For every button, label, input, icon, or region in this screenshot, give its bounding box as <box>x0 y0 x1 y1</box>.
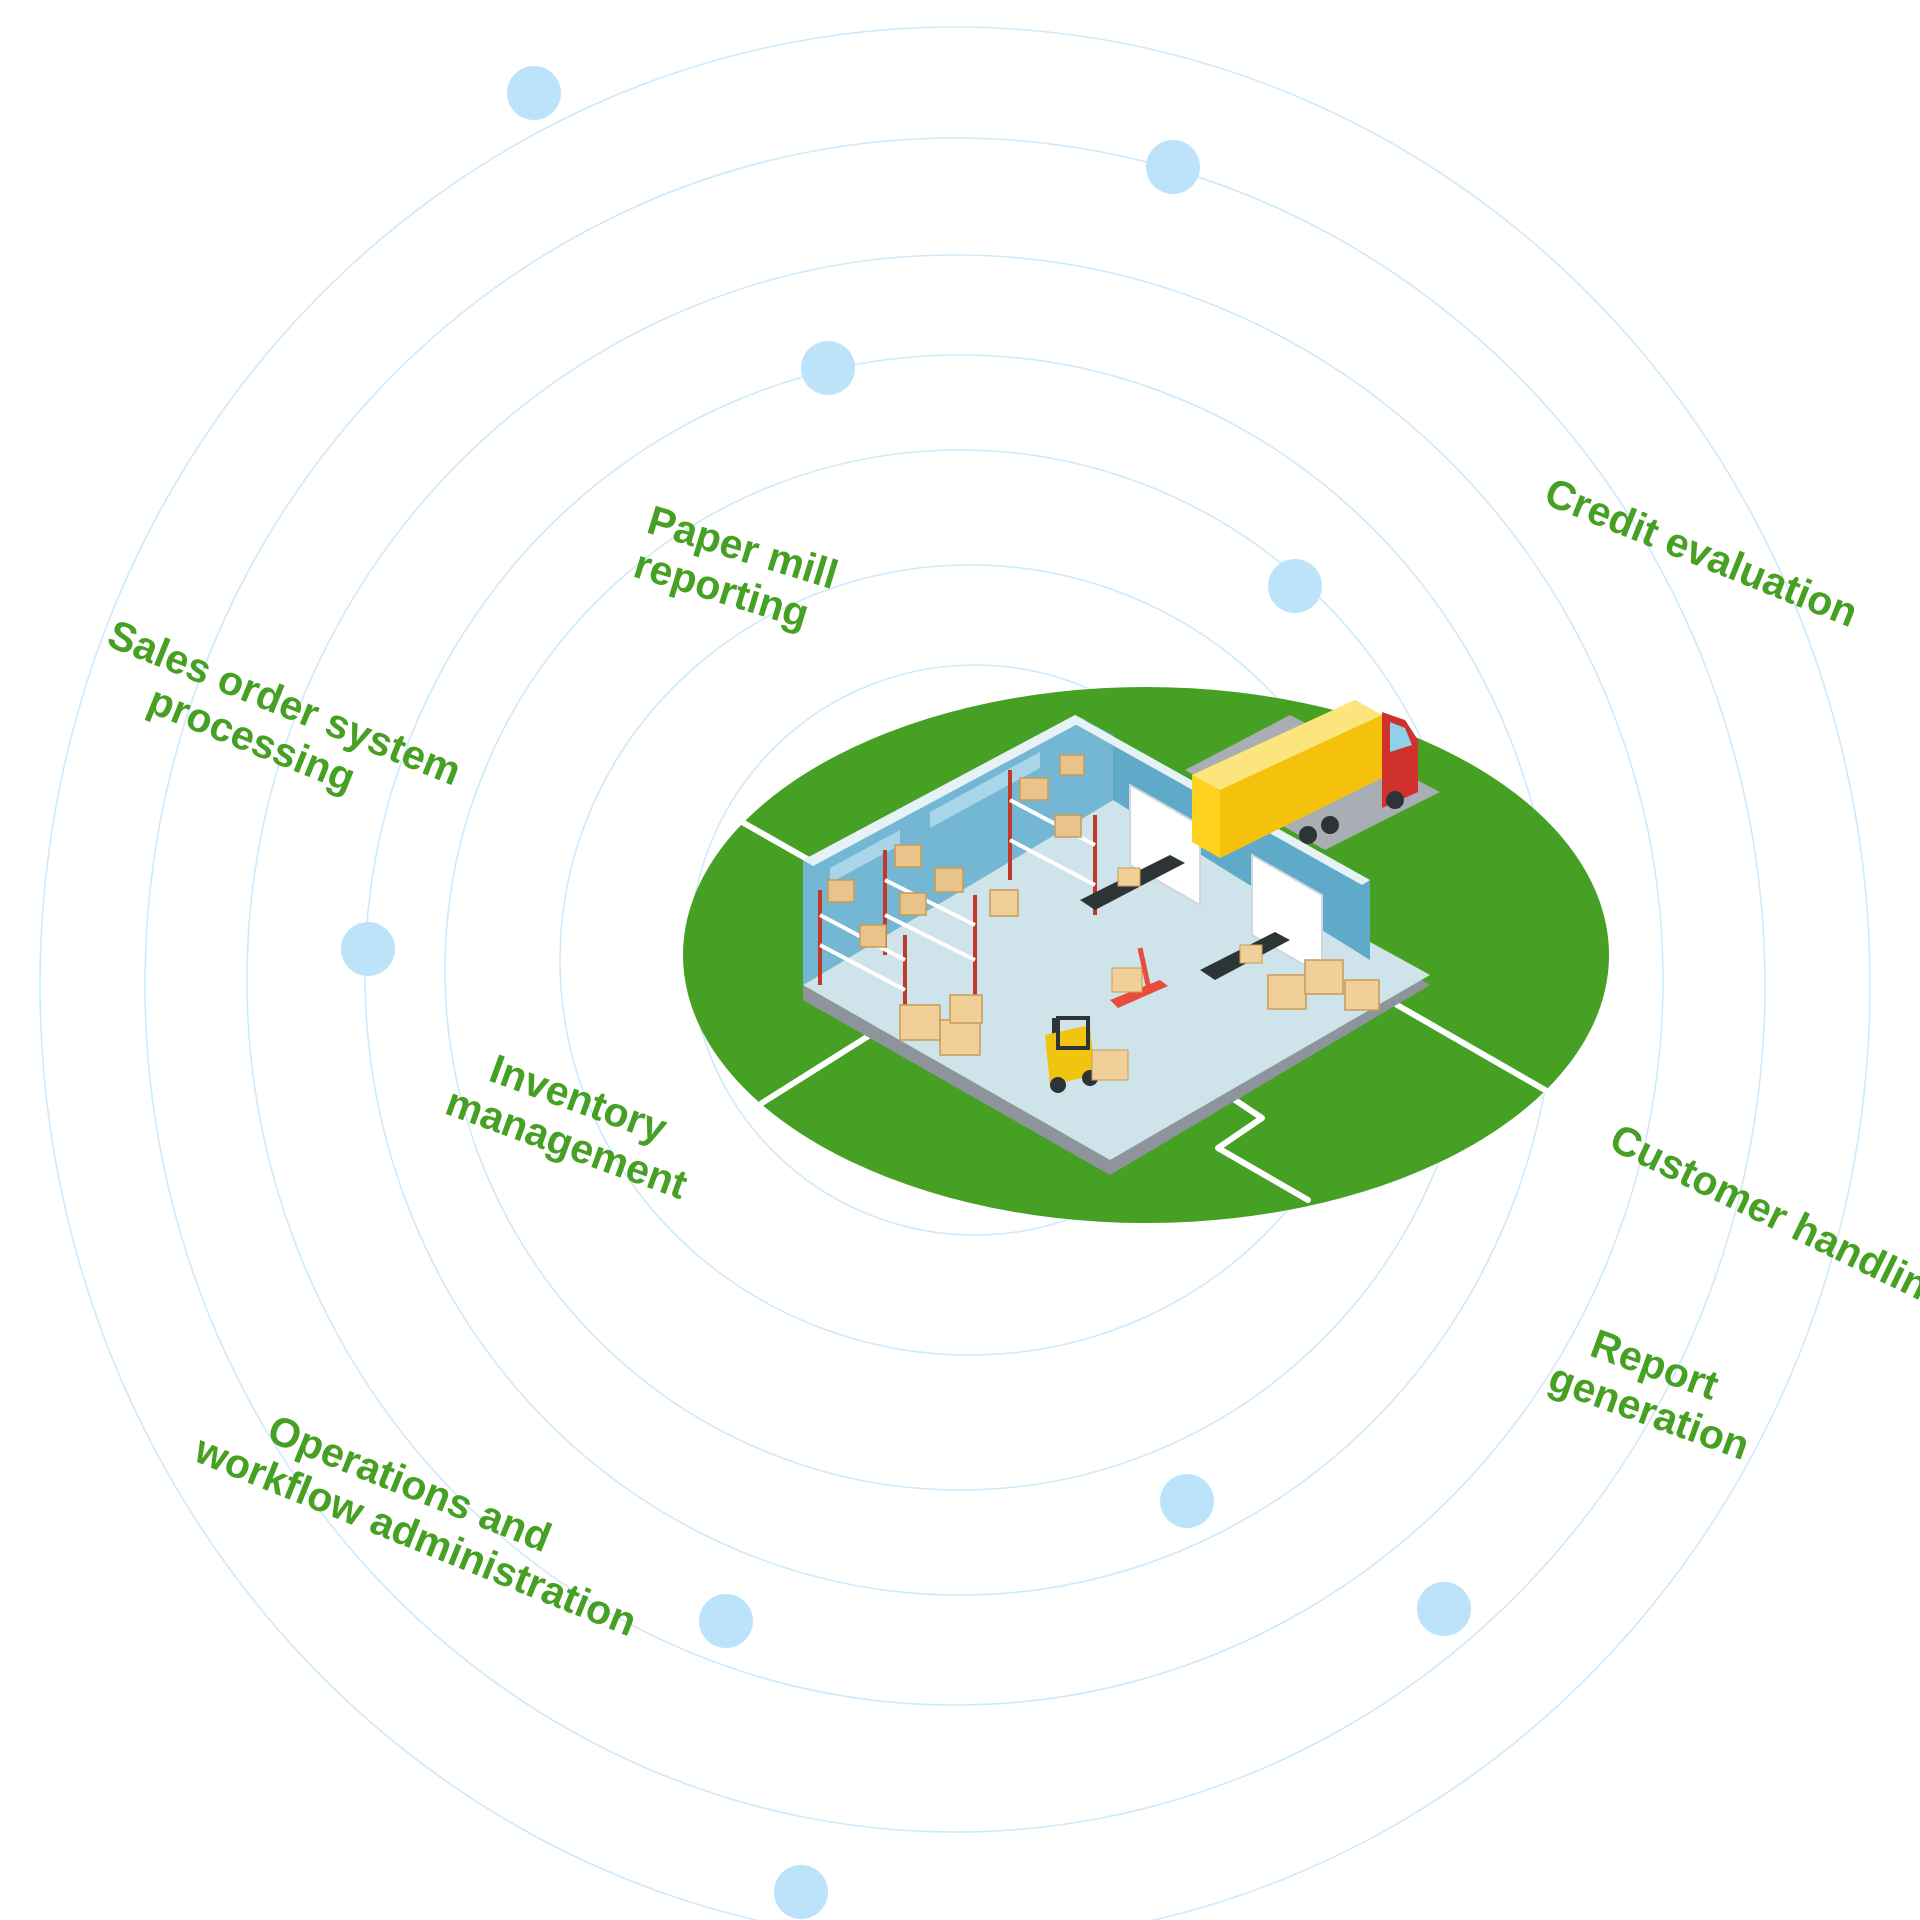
wall-top-edge <box>803 715 1085 866</box>
label-paper-mill-reporting: Paper mill reporting <box>629 497 854 646</box>
rack-shelf <box>1009 838 1096 887</box>
cardboard-box <box>949 994 983 1024</box>
orbit-node <box>1146 140 1200 194</box>
orbit-ring <box>144 137 1766 1833</box>
label-line: workflow administration <box>188 1425 643 1645</box>
pallet-jack-handle <box>1137 947 1151 986</box>
cardboard-box <box>1267 974 1307 1010</box>
cardboard-box <box>939 1019 981 1056</box>
cardboard-box <box>1239 944 1263 964</box>
forklift <box>1045 1016 1129 1093</box>
truck-wheel <box>1386 791 1404 809</box>
cardboard-box <box>859 924 887 948</box>
conveyor-belts <box>1080 855 1290 980</box>
cardboard-box <box>894 844 922 868</box>
orbit-ring <box>246 254 1664 1706</box>
ground-path-line <box>1382 995 1548 1093</box>
delivery-truck <box>1192 700 1418 858</box>
cardboard-box <box>899 1004 941 1041</box>
orbit-node <box>1160 1474 1214 1528</box>
orbit-node <box>1268 559 1322 613</box>
truck-trailer-front <box>1220 715 1382 858</box>
cardboard-box <box>1111 967 1143 993</box>
cardboard-box <box>1091 1049 1129 1081</box>
cardboard-box <box>827 879 855 903</box>
truck-wheel <box>1299 826 1317 844</box>
box-piles <box>899 889 1380 1056</box>
wall-window <box>830 830 900 883</box>
cardboard-box <box>1054 814 1082 838</box>
label-sales-order-system-processing: Sales order system processing <box>84 611 478 841</box>
ground-path-line <box>1215 1091 1311 1203</box>
cardboard-box <box>1344 979 1380 1011</box>
cardboard-box <box>1059 754 1085 776</box>
label-inventory-management: Inventory management <box>440 1035 709 1208</box>
truck-trailer-top <box>1192 700 1382 790</box>
orbit-node <box>1417 1582 1471 1636</box>
truck-windshield <box>1390 722 1412 752</box>
cardboard-box <box>899 892 927 916</box>
pallet-jack <box>1110 947 1168 1008</box>
cardboard-box <box>1117 867 1141 887</box>
orbit-node <box>341 922 395 976</box>
label-report-generation: Report generation <box>1543 1311 1771 1469</box>
rack-shelf <box>819 943 906 992</box>
orbit-node <box>774 1865 828 1919</box>
cardboard-box <box>989 889 1019 917</box>
orbit-ring <box>39 26 1871 1920</box>
rack-shelf <box>884 913 976 962</box>
orbit-node <box>699 1594 753 1648</box>
label-line: Customer handling <box>1603 1115 1920 1320</box>
storage-racks <box>818 754 1097 1030</box>
orbit-nodes <box>341 66 1471 1919</box>
cardboard-box <box>1019 777 1049 801</box>
cardboard-box <box>1304 959 1344 995</box>
orbit-node <box>507 66 561 120</box>
orbit-node <box>801 341 855 395</box>
truck-wheel <box>1321 816 1339 834</box>
ground-path-line <box>759 1027 881 1106</box>
label-customer-handling: Customer handling <box>1603 1115 1920 1320</box>
label-credit-evaluation: Credit evaluation <box>1539 469 1865 636</box>
pallet-jack-fork <box>1110 980 1168 1008</box>
label-line: Credit evaluation <box>1539 469 1865 636</box>
wall-window <box>930 752 1040 828</box>
warehouse-illustration <box>803 700 1440 1175</box>
rack-shelf <box>884 878 976 927</box>
forklift-wheel <box>1050 1077 1066 1093</box>
forklift-cab <box>1056 1016 1090 1050</box>
cardboard-box <box>934 867 964 893</box>
